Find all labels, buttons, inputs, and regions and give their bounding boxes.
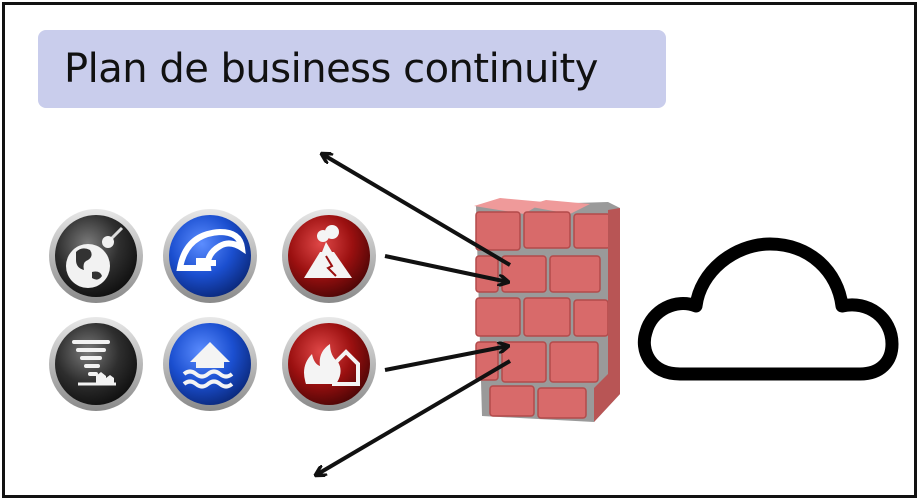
cloud-icon bbox=[637, 237, 899, 381]
title-banner: Plan de business continuity bbox=[38, 30, 666, 108]
fire-icon bbox=[282, 317, 376, 411]
meteor-impact-icon bbox=[49, 209, 143, 303]
tsunami-icon bbox=[163, 209, 257, 303]
arrow-fire-to-firewall bbox=[384, 346, 508, 372]
arrow-firewall-down-left bbox=[316, 359, 512, 475]
brick-firewall-icon bbox=[474, 198, 620, 422]
arrow-volcano-to-firewall bbox=[384, 254, 508, 282]
slide-title: Plan de business continuity bbox=[64, 46, 598, 92]
tornado-icon bbox=[49, 317, 143, 411]
arrow-firewall-up-left bbox=[322, 154, 512, 267]
volcano-icon bbox=[282, 209, 376, 303]
flood-icon bbox=[163, 317, 257, 411]
